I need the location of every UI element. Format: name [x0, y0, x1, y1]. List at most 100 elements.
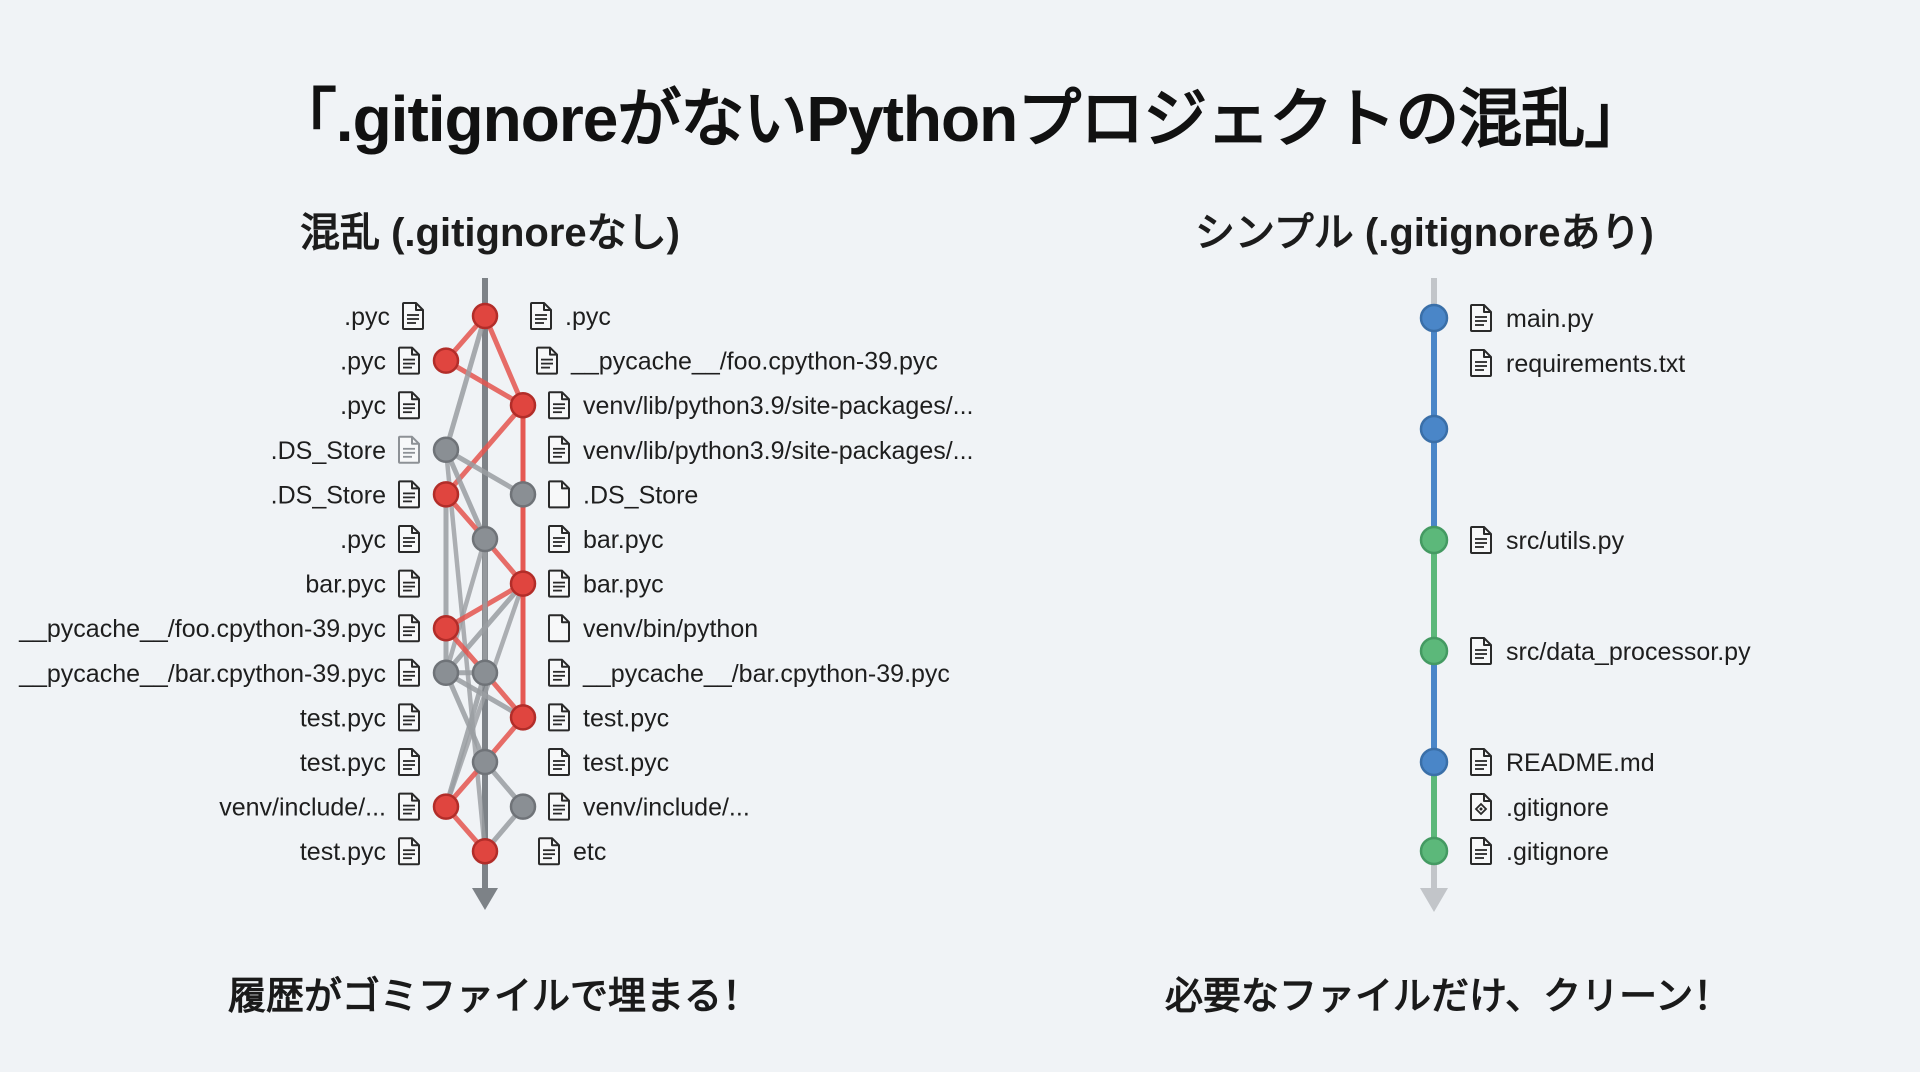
file-text-icon — [398, 346, 420, 375]
commit-node-red — [432, 614, 460, 642]
file-text-icon — [548, 748, 570, 776]
graph-edge — [443, 447, 526, 497]
file-label: .gitignore — [1506, 838, 1609, 866]
file-text-icon — [398, 658, 420, 687]
gray-branch-line — [443, 538, 488, 674]
file-label: venv/include/... — [583, 794, 750, 822]
file-text-icon — [548, 525, 570, 553]
file-label: bar.pyc — [583, 571, 664, 599]
commit-node-gray — [471, 659, 499, 687]
file-label: etc — [573, 838, 606, 866]
graph-edge — [443, 670, 526, 720]
graph-edge — [443, 670, 488, 765]
file-text-icon — [1470, 637, 1492, 665]
graph-edge — [443, 358, 526, 408]
down-arrow-icon — [1420, 888, 1448, 912]
file-label: venv/lib/python3.9/site-packages/... — [583, 392, 974, 420]
file-label: .pyc — [565, 303, 611, 331]
file-text-icon — [1470, 526, 1492, 554]
file-label: .DS_Store — [583, 481, 698, 509]
commit-node-gray — [432, 659, 460, 687]
file-label: test.pyc — [300, 838, 386, 866]
file-text-icon — [538, 837, 560, 866]
file-text-icon — [398, 391, 420, 420]
commit-node-gray — [509, 481, 537, 508]
chaos-heading: 混乱 (.gitignoreなし) — [300, 211, 680, 255]
commit-node-gray — [432, 436, 460, 464]
file-label: .DS_Store — [271, 437, 386, 465]
file-text-icon — [398, 837, 420, 866]
file-label: __pycache__/foo.cpython-39.pyc — [570, 348, 938, 376]
graph-edge — [443, 670, 488, 810]
file-label: src/data_processor.py — [1506, 638, 1751, 666]
file-text-icon — [548, 792, 570, 821]
file-label: .pyc — [340, 526, 386, 554]
file-label: .pyc — [340, 348, 386, 376]
commit-node-blue — [1419, 414, 1449, 444]
file-text-icon — [1470, 304, 1492, 332]
file-text-icon — [1470, 349, 1492, 377]
commit-node-red — [432, 481, 460, 508]
file-text-icon — [1470, 748, 1492, 776]
file-label: .DS_Store — [271, 481, 386, 509]
chaos-caption: 履歴がゴミファイルで埋まる！ — [228, 976, 761, 1018]
file-label: bar.pyc — [305, 571, 386, 599]
file-text-icon — [548, 391, 570, 420]
graph-edge — [482, 313, 526, 408]
graph-edge — [443, 313, 488, 453]
file-label: test.pyc — [300, 704, 386, 732]
file-blank-icon — [548, 614, 570, 643]
commit-node-red — [471, 302, 499, 330]
file-label: .pyc — [340, 392, 386, 420]
file-text-icon — [398, 748, 420, 776]
file-text-icon — [1470, 837, 1492, 865]
commit-node-green — [1419, 636, 1449, 666]
file-text-icon — [398, 480, 420, 509]
file-text-icon — [398, 703, 420, 732]
commit-node-red — [432, 347, 460, 374]
graph-edge — [443, 447, 488, 542]
file-text-icon — [530, 302, 552, 330]
page-title: 「.gitignoreがないPythonプロジェクトの混乱」 — [272, 83, 1648, 155]
file-text-icon — [548, 569, 570, 598]
commit-node-red — [509, 570, 537, 597]
file-text-icon — [548, 703, 570, 732]
file-label: .gitignore — [1506, 794, 1609, 822]
commit-node-gray — [471, 525, 499, 553]
file-text-icon — [398, 614, 420, 643]
file-text-icon — [398, 792, 420, 821]
commit-node-gray — [509, 793, 537, 820]
file-text-icon — [548, 658, 570, 687]
file-label: requirements.txt — [1506, 350, 1685, 378]
commit-node-blue — [1419, 747, 1449, 777]
file-label: src/utils.py — [1506, 527, 1625, 555]
file-label: test.pyc — [583, 749, 669, 777]
file-label: main.py — [1506, 305, 1594, 333]
file-text-icon — [402, 302, 424, 330]
commit-node-green — [1419, 525, 1449, 555]
commit-node-green — [1419, 836, 1449, 866]
file-label: __pycache__/bar.cpython-39.pyc — [582, 660, 950, 688]
down-arrow-icon — [472, 888, 498, 910]
file-text-icon — [548, 435, 570, 464]
file-label: bar.pyc — [583, 526, 664, 554]
file-label: test.pyc — [583, 704, 669, 732]
commit-node-red — [509, 391, 537, 419]
file-label: venv/include/... — [219, 794, 386, 822]
file-label: __pycache__/foo.cpython-39.pyc — [18, 615, 386, 643]
file-label: README.md — [1506, 749, 1655, 777]
clean-caption: 必要なファイルだけ、クリーン！ — [1165, 976, 1732, 1018]
commit-node-red — [509, 704, 537, 731]
commit-node-gray — [471, 748, 499, 776]
commit-node-blue — [1419, 303, 1449, 333]
clean-heading: シンプル (.gitignoreあり) — [1195, 211, 1654, 255]
file-blank-icon — [548, 480, 570, 509]
file-label: venv/lib/python3.9/site-packages/... — [583, 437, 974, 465]
file-label: __pycache__/bar.cpython-39.pyc — [18, 660, 386, 688]
file-label: venv/bin/python — [583, 615, 758, 643]
file-git-icon — [1470, 793, 1492, 821]
commit-node-red — [471, 837, 499, 865]
file-text-icon — [536, 346, 558, 375]
commit-node-red — [432, 793, 460, 820]
